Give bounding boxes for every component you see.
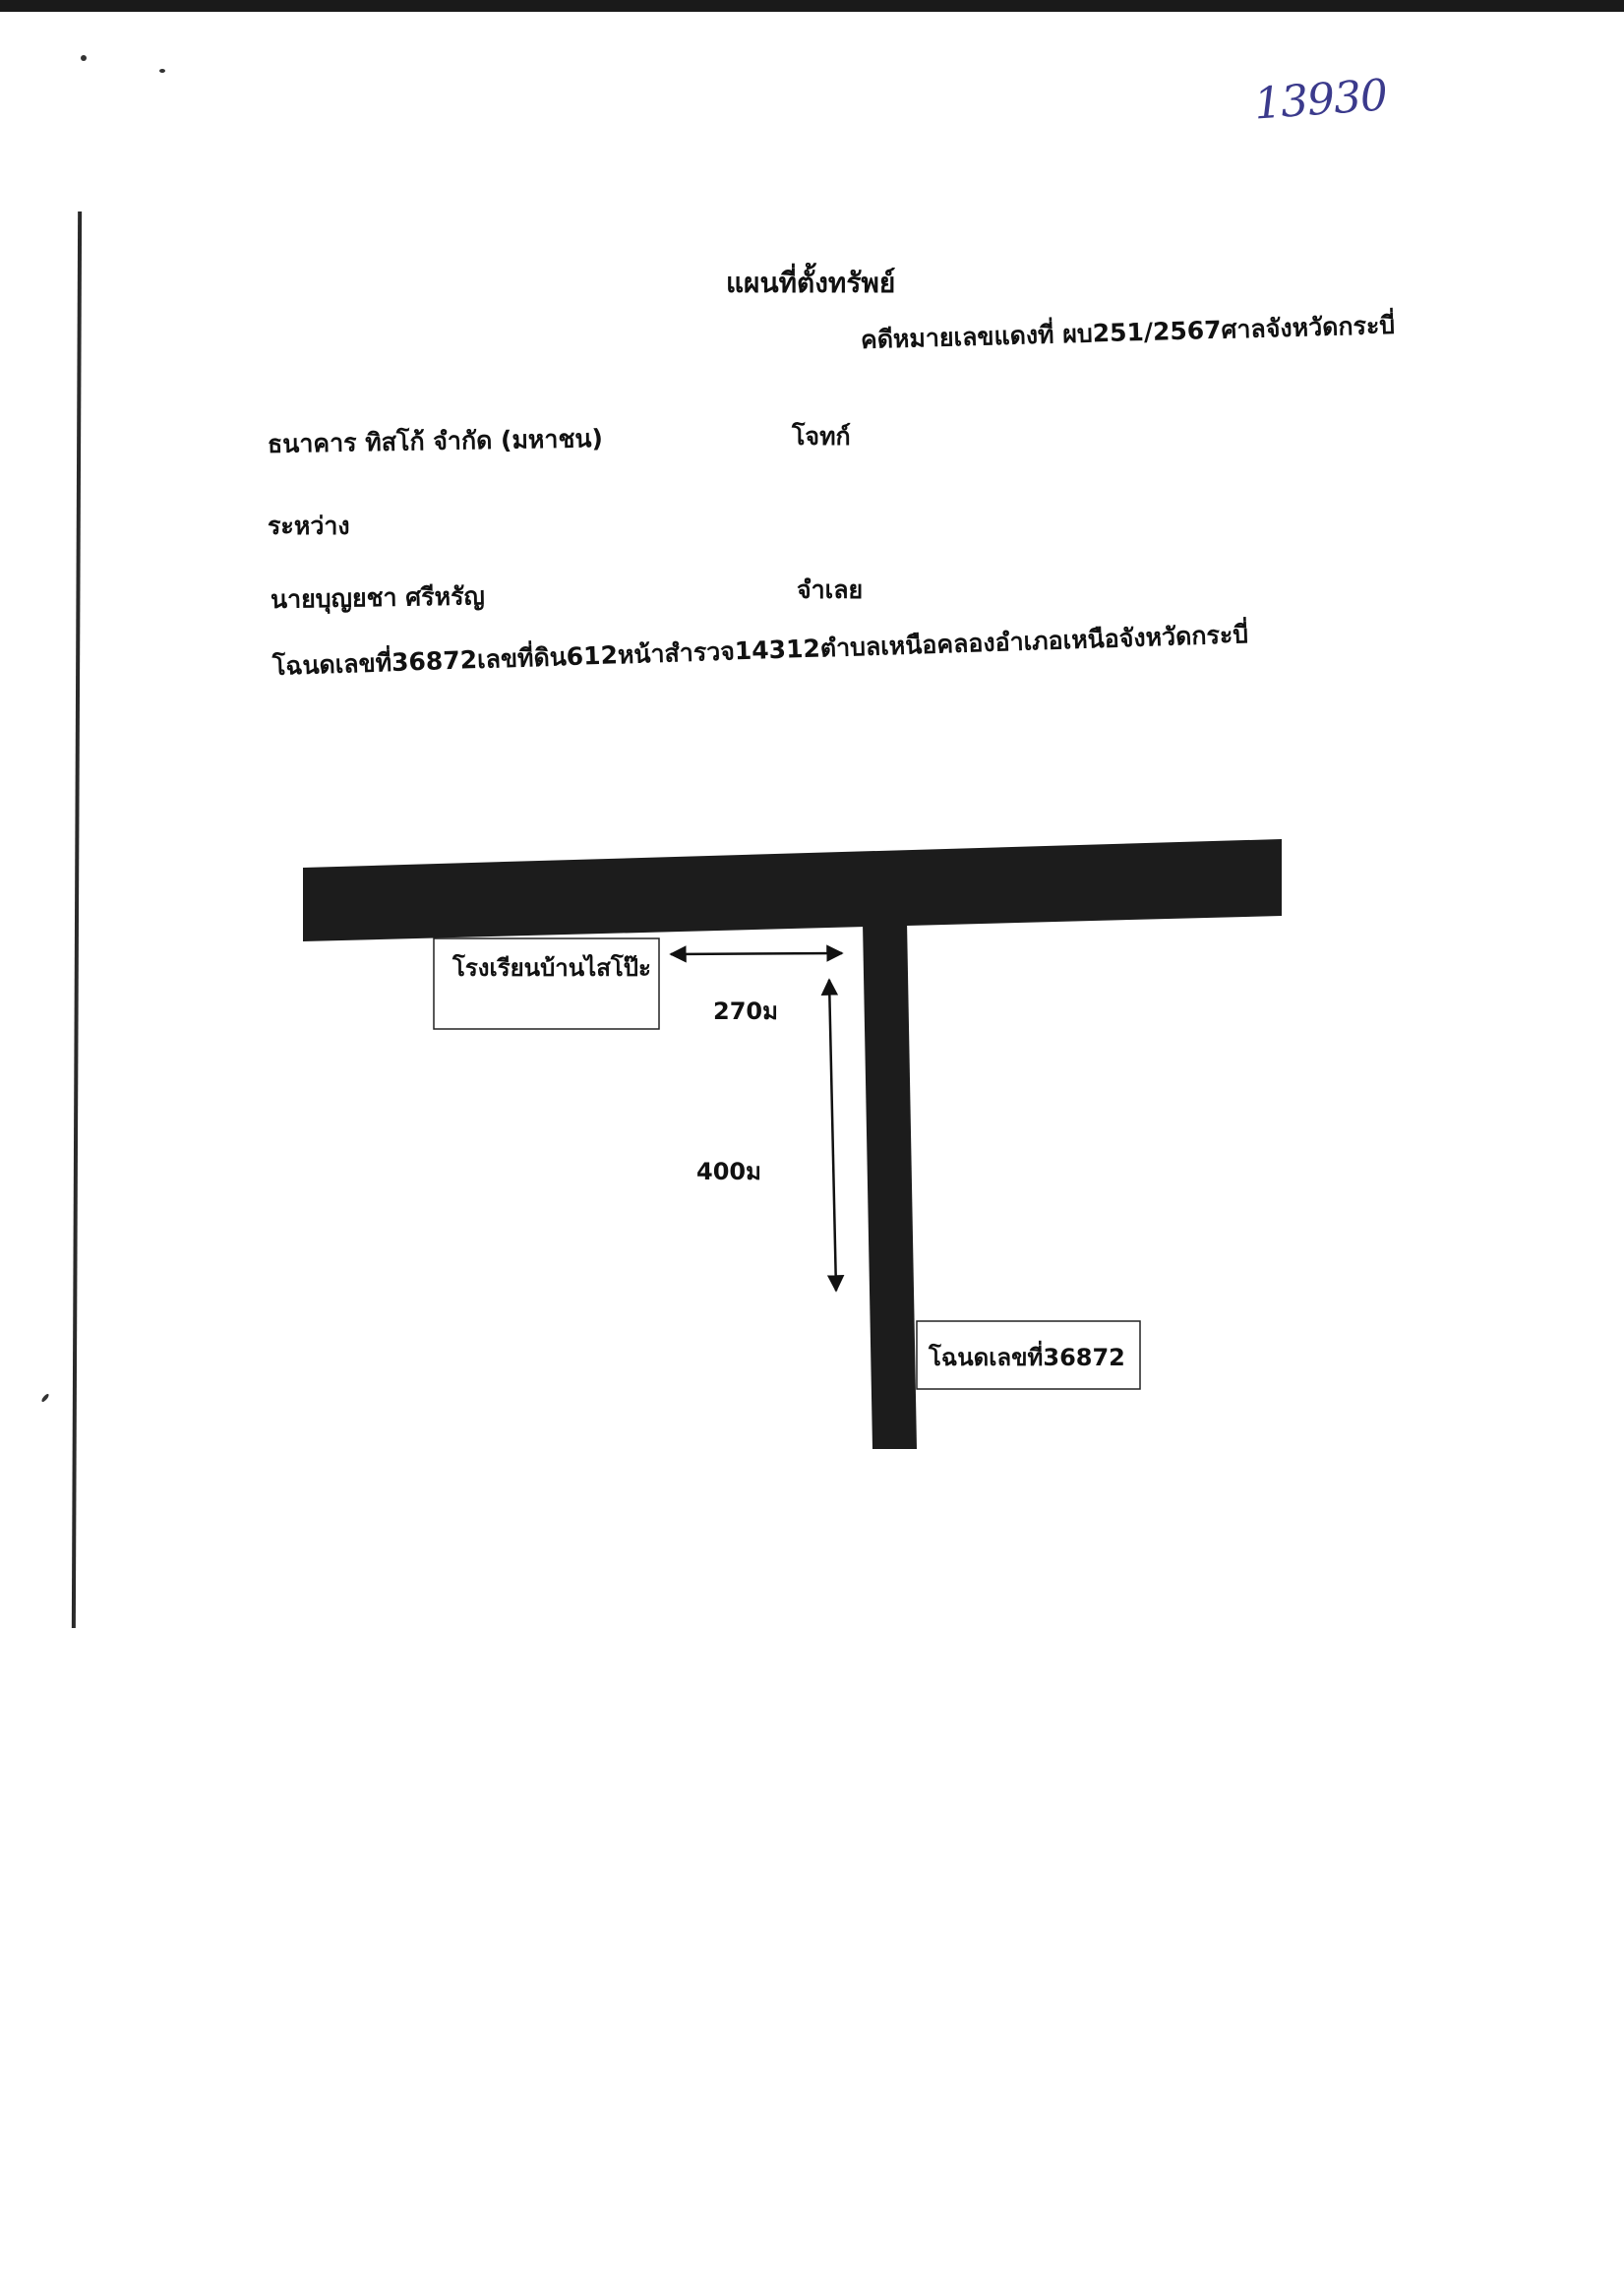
defendant-role-label: จำเลย <box>797 575 864 604</box>
vertical-distance-arrow <box>820 978 845 1293</box>
between-label: ระหว่าง <box>268 512 350 540</box>
deed-label-box <box>916 1320 1141 1390</box>
horizontal-distance-arrow <box>669 944 844 963</box>
plaintiff-role-label: โจทก์ <box>792 422 851 451</box>
scan-speck <box>159 69 165 73</box>
main-road <box>303 839 1282 941</box>
school-label: โรงเรียนบ้านไสโป๊ะ <box>451 953 651 982</box>
scan-top-edge <box>0 0 1624 12</box>
scan-speck <box>81 55 87 61</box>
deed-label: โฉนดเลขที่36872 <box>928 1340 1125 1371</box>
vertical-distance-label: 400ม <box>696 1158 761 1185</box>
side-road <box>863 921 917 1449</box>
horizontal-distance-label: 270ม <box>713 997 778 1025</box>
school-label-box <box>433 937 660 1030</box>
document-title: แผนที่ตั้งทรัพย์ <box>726 267 896 299</box>
